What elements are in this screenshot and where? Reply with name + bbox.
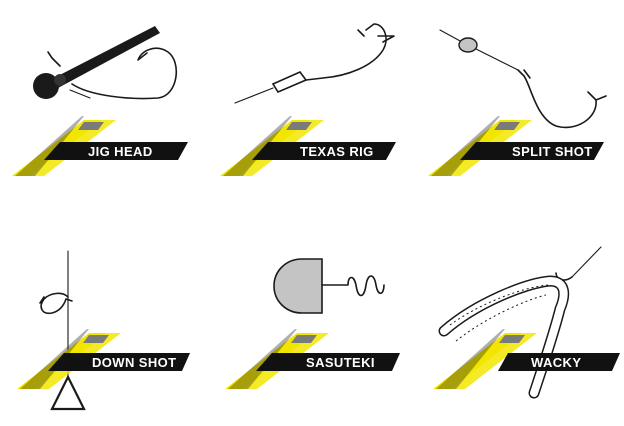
- wacky-badge: [433, 329, 620, 389]
- rig-label-sasuteki: SASUTEKI: [306, 355, 375, 370]
- texas-rig-badge: [220, 116, 396, 176]
- sasuteki-badge: [225, 329, 400, 389]
- rig-card-texas-rig[interactable]: TEXAS RIG: [208, 0, 416, 213]
- jig-head-icon: [33, 26, 177, 100]
- wacky-icon: [438, 246, 602, 399]
- rig-card-jig-head[interactable]: JIG HEAD: [0, 0, 208, 213]
- rig-label-jig-head: JIG HEAD: [88, 144, 153, 159]
- split-shot-badge: [428, 116, 604, 176]
- rig-label-down-shot: DOWN SHOT: [92, 355, 177, 370]
- split-shot-icon: [439, 29, 607, 129]
- wacky-illustration: [438, 246, 602, 399]
- down-shot-badge: [17, 329, 190, 389]
- rig-card-split-shot[interactable]: SPLIT SHOT: [416, 0, 624, 213]
- split-shot-illustration: [439, 29, 607, 129]
- texas-rig-icon: [234, 23, 395, 104]
- jig-head-illustration: [33, 26, 177, 100]
- rig-card-down-shot[interactable]: DOWN SHOT: [0, 213, 208, 426]
- sasuteki-icon: [273, 258, 385, 314]
- jig-head-badge: [12, 116, 188, 176]
- texas-rig-illustration: [234, 23, 395, 104]
- rig-card-sasuteki[interactable]: SASUTEKI: [208, 213, 416, 426]
- rig-label-split-shot: SPLIT SHOT: [512, 144, 593, 159]
- rig-label-wacky: WACKY: [531, 355, 582, 370]
- rig-card-wacky[interactable]: WACKY: [416, 213, 624, 426]
- sasuteki-illustration: [273, 258, 385, 314]
- rig-label-texas-rig: TEXAS RIG: [300, 144, 374, 159]
